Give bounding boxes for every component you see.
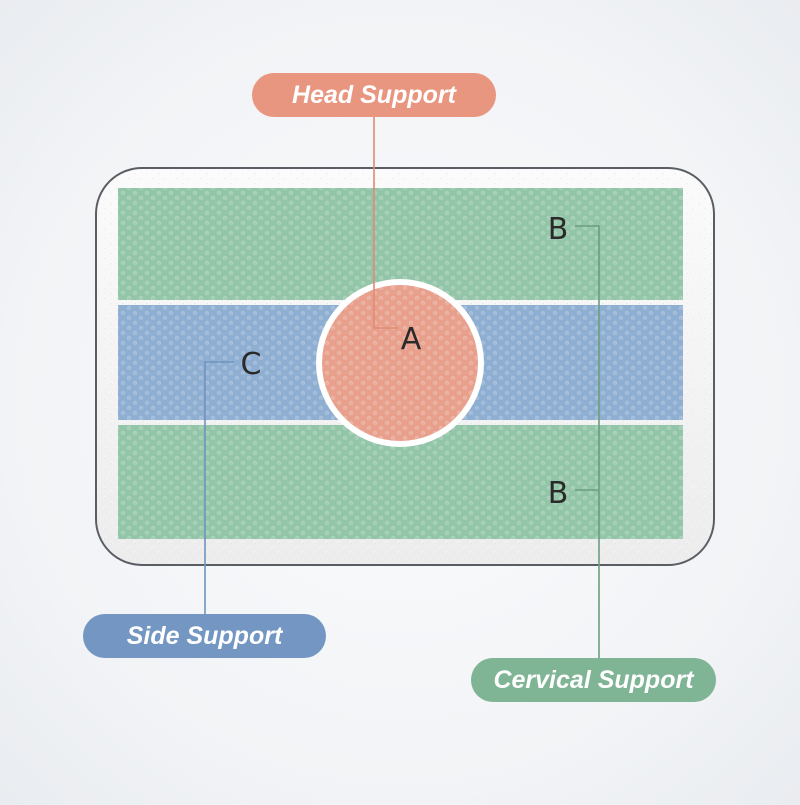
head-support-label: Head Support [252, 73, 496, 117]
side-support-label: Side Support [83, 614, 326, 658]
zone-label-a: A [401, 322, 422, 357]
zone-label-c: C [241, 347, 262, 382]
zone-label-b-bottom: B [548, 476, 569, 511]
cervical-leader-line [575, 225, 600, 658]
zone-label-b-top: B [548, 212, 569, 247]
head-zone-texture [322, 285, 478, 441]
side-leader-line [204, 361, 234, 614]
head-leader-line [373, 116, 398, 329]
cervical-support-label: Cervical Support [471, 658, 716, 702]
